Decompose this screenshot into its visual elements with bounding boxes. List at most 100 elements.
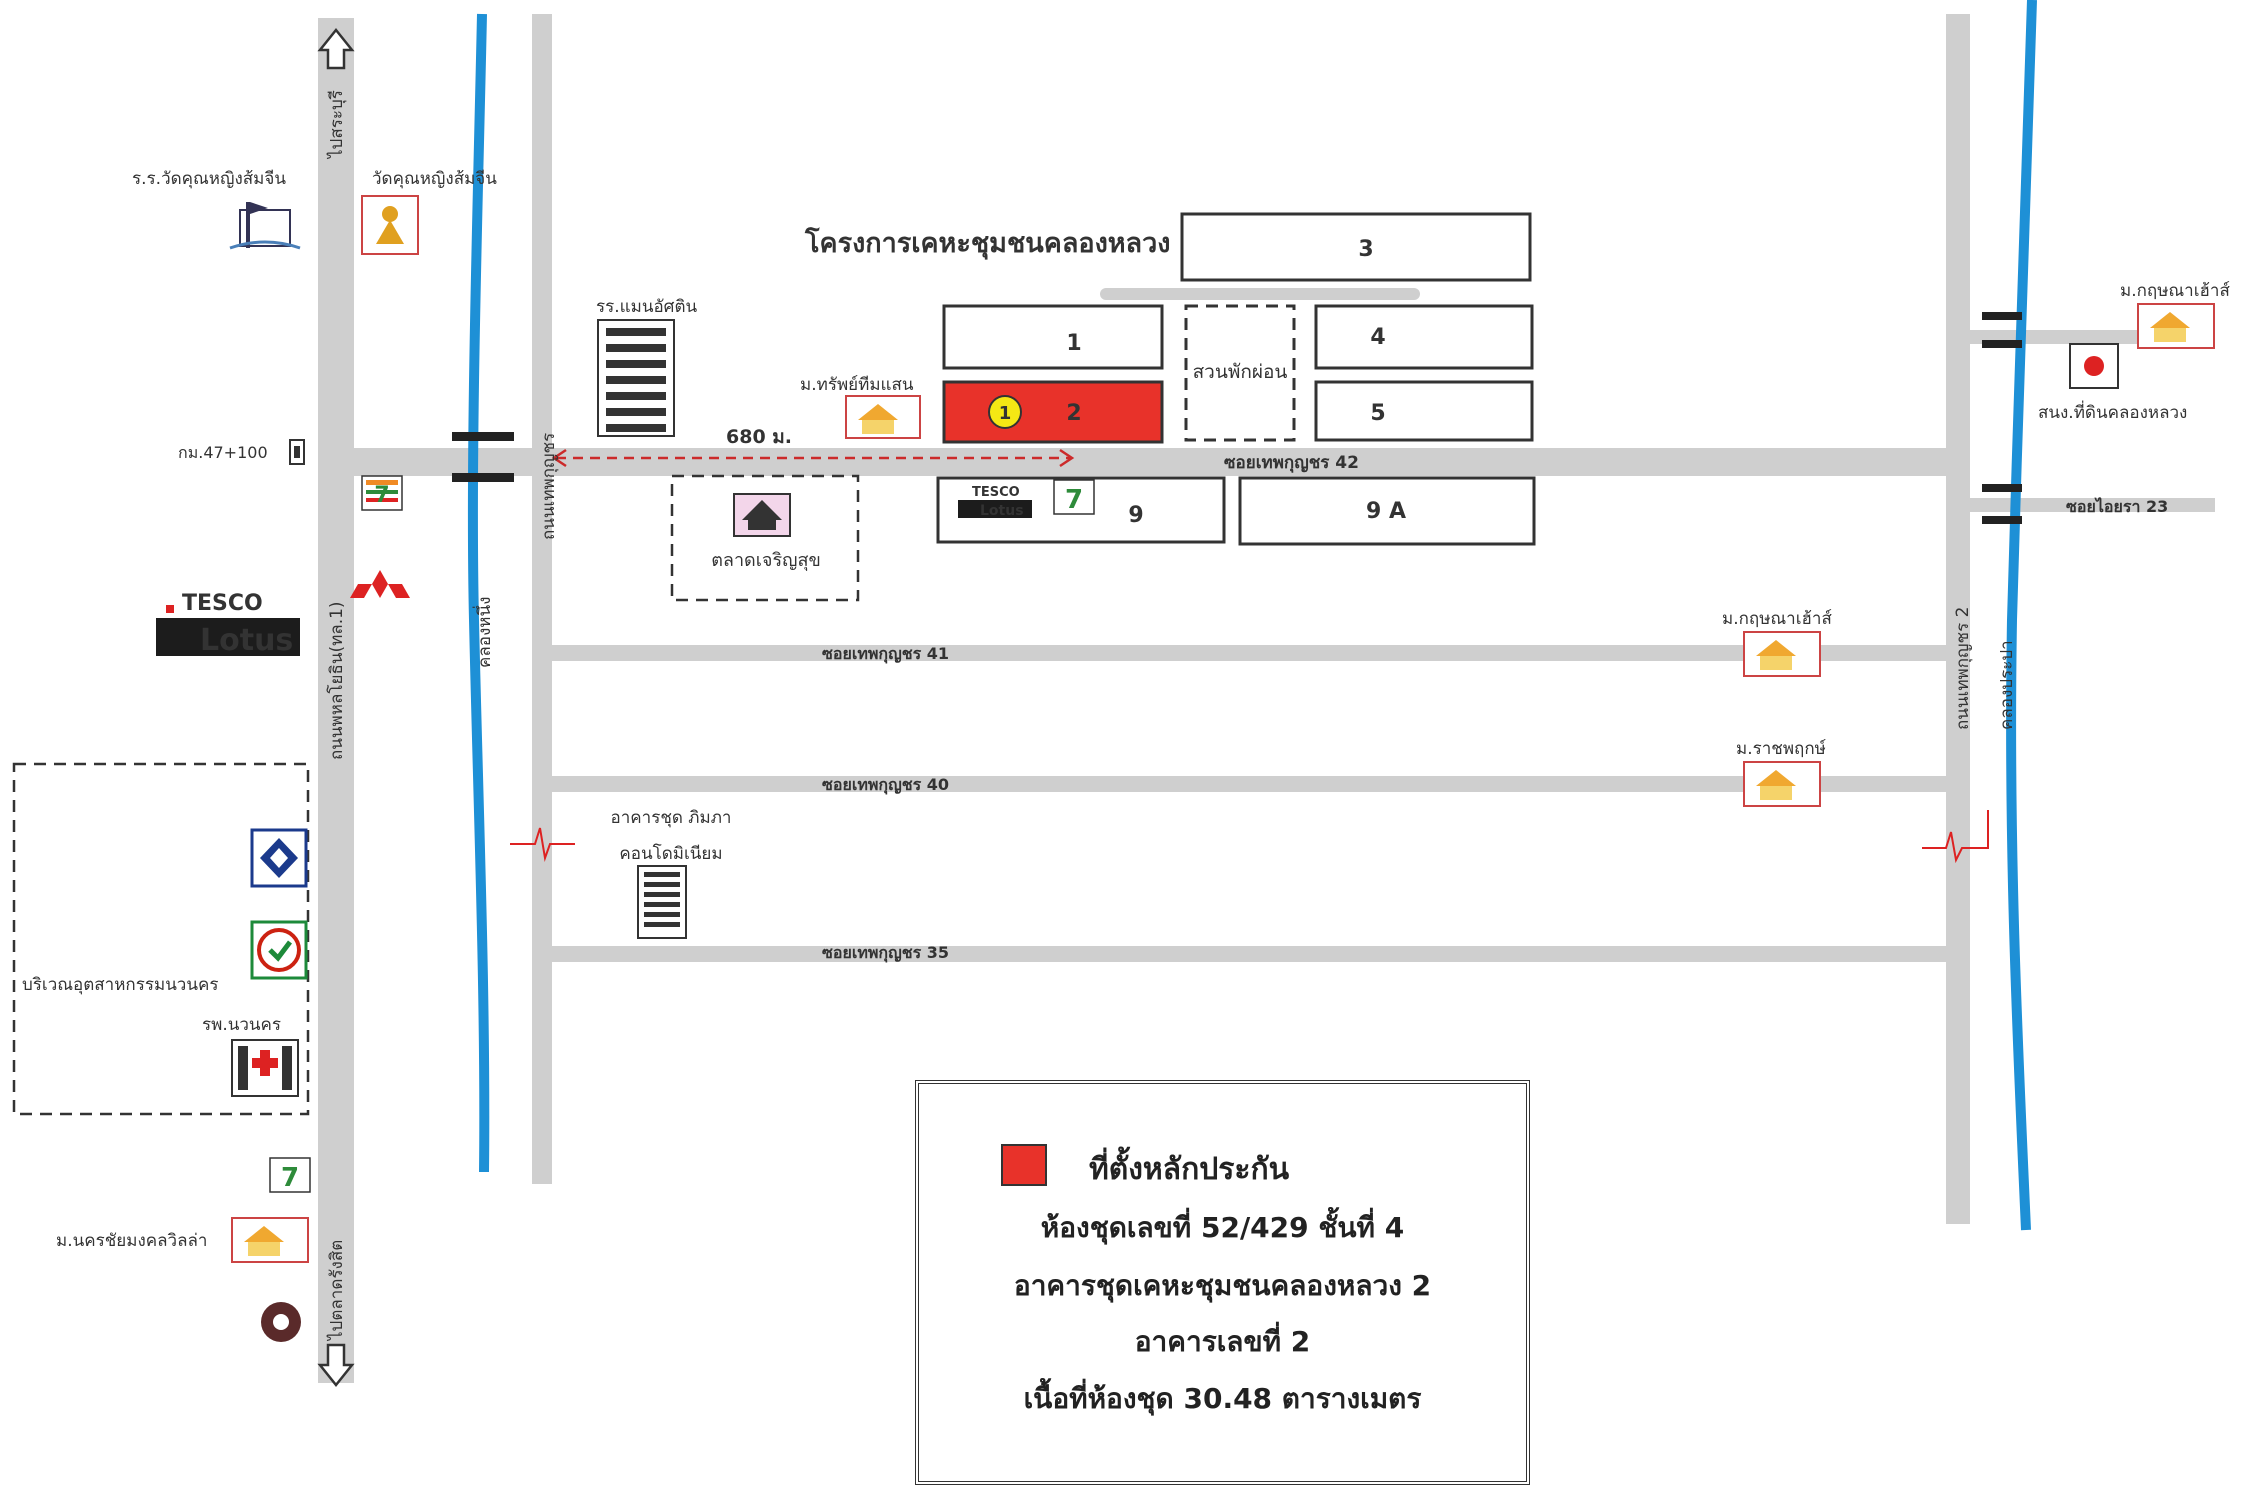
road-soi-aira [1970,498,2215,512]
canal-khlong-prapa-label: คลองประปา [1997,640,2017,730]
bridge-right-mid [1982,484,2022,524]
road-thepkunchon-label: ถนนเทพกุญชร [539,433,559,540]
road-soi42-label: ซอยเทพกุญชร 42 [1224,453,1359,473]
canal-khlong-nueng-label: คลองหนึ่ง [472,597,495,668]
road-phahon [318,18,354,1383]
legend-title: ที่ตั้งหลักประกัน [1089,1152,1290,1187]
road-phahon-label: ถนนพหลโยธิน(ทล.1) [326,601,347,760]
building-1-label: 1 [1066,331,1081,356]
road-break-right [1922,810,1989,864]
seven-eleven-icon-left: 7 [361,475,403,511]
legend-line-4: เนื้อที่ห้องชุด 30.48 ตารางเมตร [1023,1382,1422,1415]
tesco-lotus-small-logo [958,500,1032,518]
collateral-marker-label: 1 [999,403,1012,424]
project-title: โครงการเคหะชุมชนคลองหลวง [804,226,1170,260]
bangkok-bank-icon [250,828,308,888]
legend-box: ที่ตั้งหลักประกัน ห้องชุดเลขที่ 52/429 ช… [915,1080,1530,1485]
legend-line-2: อาคารชุดเคหะชุมชนคลองหลวง 2 [1013,1269,1432,1302]
canal-khlong-prapa [2006,0,2037,1231]
house-icon-moo-krisda [1743,631,1821,677]
building-3-label: 3 [1358,237,1373,262]
industrial-area [12,762,310,1116]
house-icon-moo-nakorn [231,1217,309,1263]
road-break-left [510,827,575,862]
svg-text:7: 7 [281,1163,299,1193]
hospital-icon [231,1039,299,1097]
school-flag-icon [229,202,301,250]
house-icon-moo-krisda-top [2137,303,2215,349]
kasikorn-bank-icon [250,920,308,980]
tesco-small-label: TESCO [972,485,1020,500]
place-condo-label: อาคารชุด ภิมภา คอนโดมิเนียม [610,808,732,864]
building-2-label: 2 [1066,401,1081,426]
building-5 [1314,380,1534,442]
arrow-down-icon [317,1343,355,1388]
building-9-label: 9 [1128,503,1143,528]
tesco-big-label: TESCO [182,591,263,616]
bridge-left [452,432,514,482]
place-land-office-label: สนง.ที่ดินคลองหลวง [2038,400,2187,423]
market-area [670,474,860,602]
building-9a-label: 9 A [1366,499,1406,524]
school-building-icon [597,319,675,437]
seven-eleven-icon-bottom: 7 [269,1157,311,1193]
road-project-top [1100,288,1420,300]
svg-text:7: 7 [374,483,389,508]
scb-bank-icon [261,1302,301,1342]
condo-building-icon [637,865,687,939]
arrow-up-icon-shape [317,27,355,70]
building-5-label: 5 [1370,401,1385,426]
seven-eleven-icon-project: 7 [1053,479,1095,515]
legend-collateral-swatch [1001,1144,1047,1186]
legend-line-3: อาคารเลขที่ 2 [1134,1325,1311,1358]
lotus-small-label: Lotus [980,503,1024,519]
park-label: สวนพักผ่อน [1193,361,1288,383]
place-industrial-label: บริเวณอุตสาหกรรมนวนคร [22,975,218,995]
road-soi-aira-label: ซอยไอยรา 23 [2066,497,2168,516]
place-hospital-label: รพ.นวนคร [202,1015,281,1035]
house-icon-moo-tarat [845,395,921,439]
place-school-wat-label: ร.ร.วัดคุณหญิงส้มจีน [132,169,286,189]
building-2-collateral [942,380,1164,444]
place-school-manop-label: รร.แมนอัศติน [596,297,697,317]
road-soi35-label: ซอยเทพกุญชร 35 [822,943,949,963]
mitsubishi-logo-icon [350,570,410,598]
km-post-icon [289,439,305,465]
road-soi41-label: ซอยเทพกุญชร 41 [822,644,949,664]
direction-saraburi-label: ไปสระบุรี [326,90,347,160]
legend-line-1: ห้องชุดเลขที่ 52/429 ชั้นที่ 4 [1040,1211,1405,1244]
tesco-lotus-big-logo [156,605,300,656]
road-soi41 [548,645,1948,661]
place-moo-ratcha-label: ม.ราชพฤกษ์ [1736,739,1826,759]
canal-khlong-nueng [467,13,490,1173]
place-moo-krisda-top-label: ม.กฤษณาเฮ้าส์ [2120,281,2230,301]
temple-icon [361,195,419,255]
park-area [1184,304,1296,442]
distance-label: 680 ม. [726,426,792,448]
km-label: กม.47+100 [178,443,268,462]
road-thepkunchon-2 [1946,14,1970,1224]
road-soi42 [352,448,1952,476]
building-4-label: 4 [1370,325,1385,350]
road-soi40-label: ซอยเทพกุญชร 40 [822,775,949,795]
house-icon-moo-ratcha [1743,761,1821,807]
building-3 [1180,212,1532,282]
market-icon [733,493,791,537]
building-9a [1238,476,1536,546]
place-moo-nakorn-label: ม.นครชัยมงคลวิลล่า [56,1231,207,1251]
place-moo-tarat-label: ม.ทรัพย์ทีมแสน [800,375,914,395]
road-thepkunchon [532,14,552,1184]
road-soi35 [548,946,1948,962]
building-1 [942,304,1164,370]
road-thepkunchon2-label: ถนนเทพกุญชร 2 [1953,607,1973,730]
bridge-right-top [1982,312,2022,348]
place-wat-label: วัดคุณหญิงส้มจีน [372,169,497,189]
svg-text:7: 7 [1065,485,1083,515]
building-4 [1314,304,1534,370]
place-moo-krisda-label: ม.กฤษณาเฮ้าส์ [1722,609,1832,629]
road-soi40 [548,776,1948,792]
lotus-big-label: Lotus [200,623,293,658]
place-market-label: ตลาดเจริญสุข [711,550,821,571]
collateral-marker [988,395,1022,429]
